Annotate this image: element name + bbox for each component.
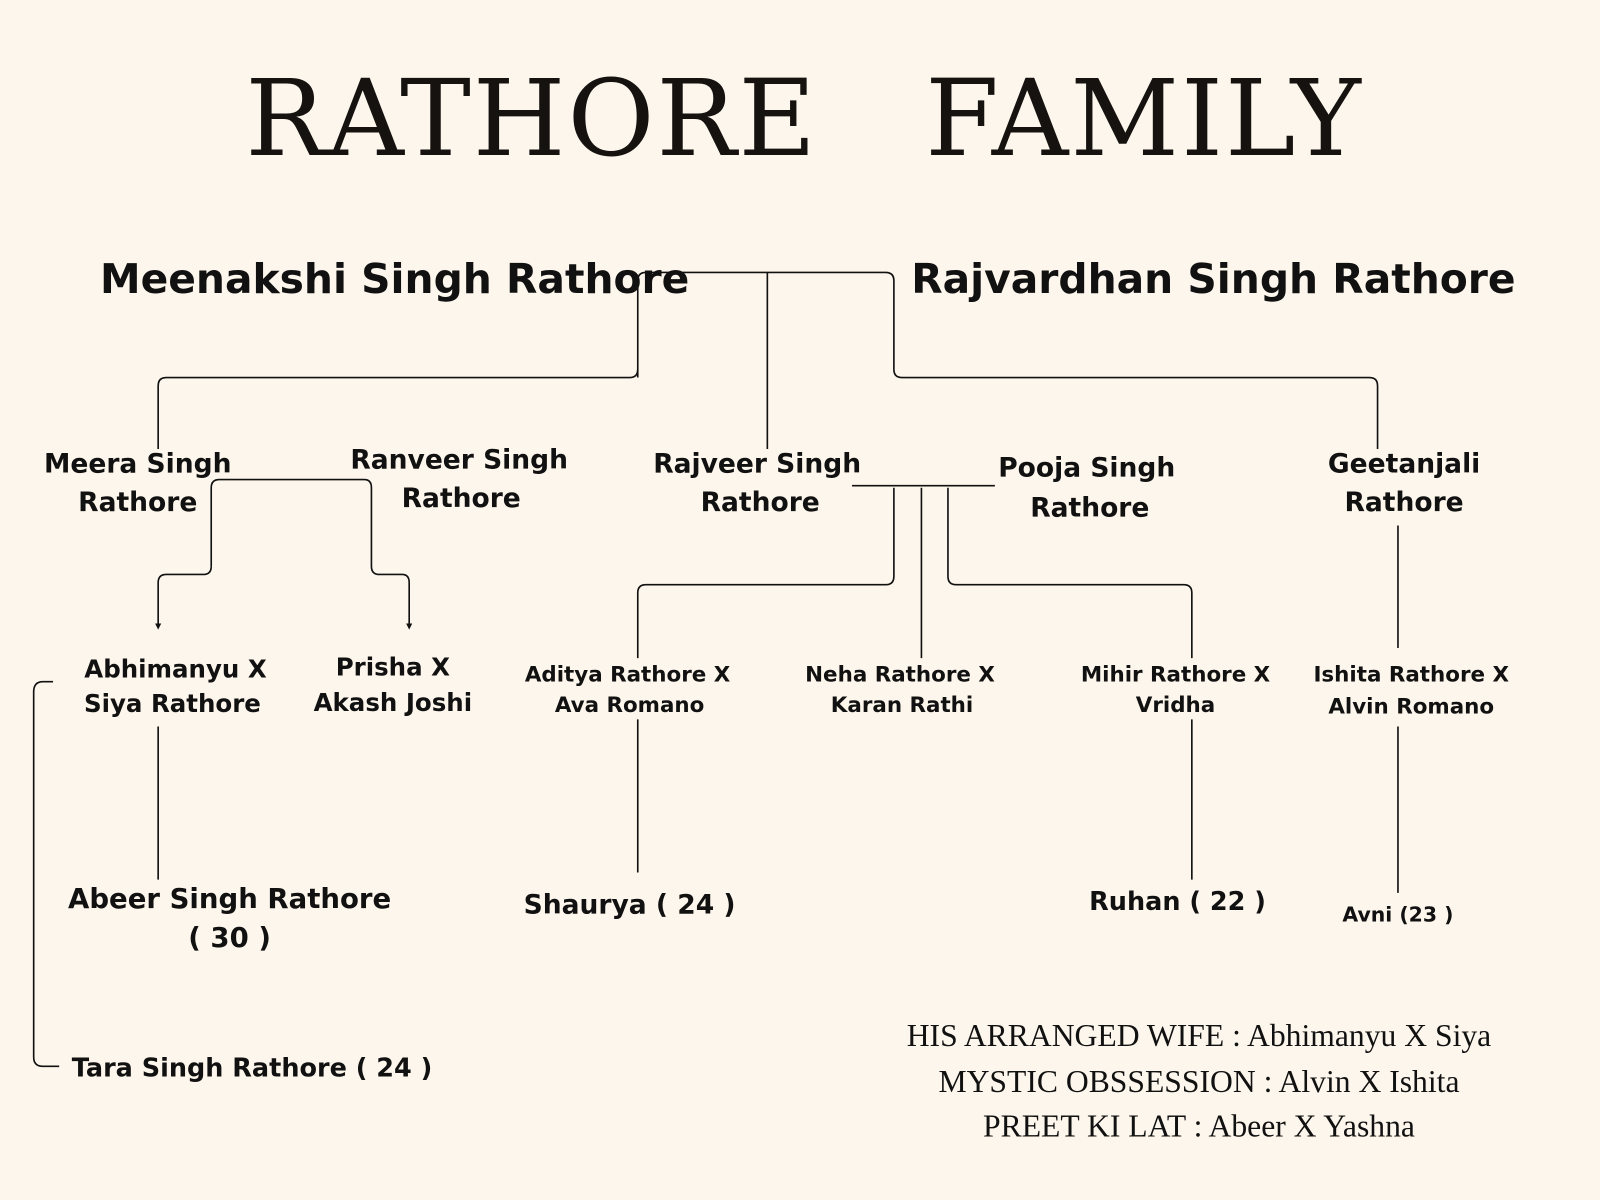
couple-neha-line2: Karan Rathi [831,693,973,718]
grandparent-rajvardhan: Rajvardhan Singh Rathore [911,255,1515,303]
grandchild-abeer-name: Abeer Singh Rathore [68,883,391,915]
child-pooja-line2: Rathore [1030,492,1149,523]
grandparent-meenakshi: Meenakshi Singh Rathore [100,255,689,303]
grandchild-shaurya: Shaurya ( 24 ) [524,889,736,920]
child-geetanjali-line1: Geetanjali [1328,448,1480,479]
grandchild-abeer-age: ( 30 ) [188,922,271,954]
couple-mihir-line2: Vridha [1136,693,1215,718]
grandchild-tara: Tara Singh Rathore ( 24 ) [72,1054,433,1084]
child-geetanjali-line2: Rathore [1345,487,1464,518]
child-ranveer-line1: Ranveer Singh [350,444,568,475]
couple-neha-line1: Neha Rathore X [805,663,995,688]
legend-line: PREET KI LAT : Abeer X Yashna [983,1109,1415,1144]
child-rajveer-line1: Rajveer Singh [653,448,861,479]
couple-aditya-line2: Ava Romano [555,693,705,718]
couple-prisha-line1: Prisha X [336,653,450,682]
couple-abhimanyu-line1: Abhimanyu X [84,655,267,684]
legend: HIS ARRANGED WIFE : Abhimanyu X Siya MYS… [907,1018,1492,1144]
couple-prisha-line2: Akash Joshi [314,688,473,717]
couple-abhimanyu-line2: Siya Rathore [84,689,261,718]
grandchild-ruhan: Ruhan ( 22 ) [1089,887,1266,917]
grandchild-avni: Avni (23 ) [1342,902,1453,926]
connector-lines [32,271,1399,1068]
legend-line: MYSTIC OBSSESSION : Alvin X Ishita [938,1064,1459,1099]
couple-mihir-line1: Mihir Rathore X [1081,663,1271,688]
child-pooja-line1: Pooja Singh [998,453,1175,484]
child-ranveer-line2: Rathore [402,483,521,514]
page-title: RATHORE FAMILY [245,57,1363,181]
couple-ishita-line1: Ishita Rathore X [1313,663,1509,688]
child-rajveer-line2: Rathore [701,487,820,518]
legend-line: HIS ARRANGED WIFE : Abhimanyu X Siya [907,1018,1492,1053]
couple-aditya-line1: Aditya Rathore X [525,663,731,688]
couple-ishita-line2: Alvin Romano [1328,694,1494,719]
child-meera-line2: Rathore [78,487,197,518]
child-meera-line1: Meera Singh [44,448,231,479]
